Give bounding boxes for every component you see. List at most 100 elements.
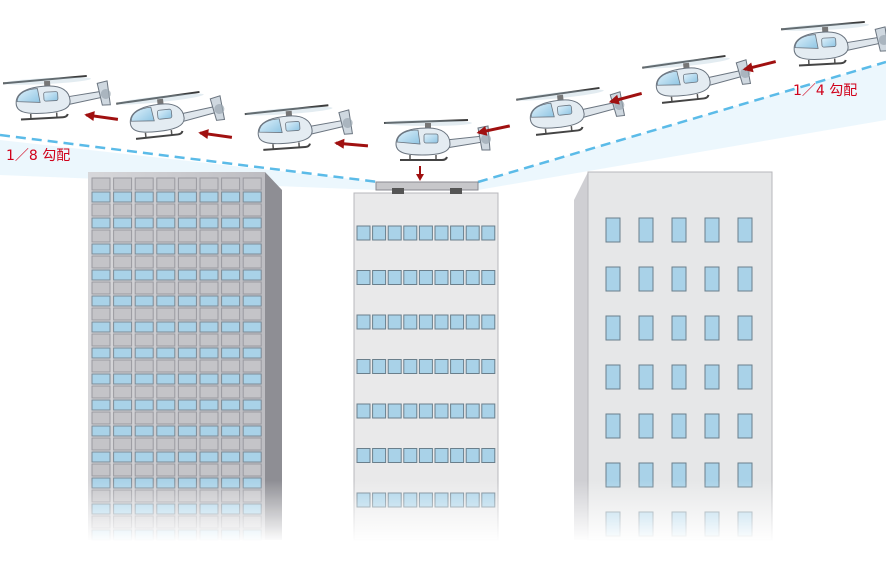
window xyxy=(372,403,387,419)
window xyxy=(403,270,418,285)
window xyxy=(91,385,111,399)
window xyxy=(387,270,402,285)
window xyxy=(91,269,111,281)
window xyxy=(403,314,418,330)
window xyxy=(221,255,241,269)
window xyxy=(221,217,241,229)
window xyxy=(434,403,449,419)
window xyxy=(113,281,133,295)
window xyxy=(242,177,262,191)
window xyxy=(91,295,111,307)
window xyxy=(156,177,176,191)
window xyxy=(177,217,197,229)
window xyxy=(177,373,197,385)
window xyxy=(156,425,176,437)
window xyxy=(481,359,496,374)
window xyxy=(177,177,197,191)
window xyxy=(113,191,133,203)
heliport-pad xyxy=(375,181,479,194)
window xyxy=(450,225,465,241)
approach-arrows xyxy=(82,55,779,181)
window xyxy=(134,399,154,411)
window xyxy=(221,321,241,333)
window xyxy=(134,255,154,269)
window xyxy=(177,463,197,477)
window xyxy=(199,385,219,399)
window xyxy=(605,217,621,243)
window xyxy=(403,403,418,419)
window xyxy=(242,373,262,385)
window xyxy=(199,269,219,281)
window xyxy=(113,463,133,477)
window xyxy=(242,347,262,359)
window xyxy=(372,270,387,285)
window xyxy=(156,281,176,295)
window xyxy=(91,243,111,255)
window xyxy=(156,399,176,411)
window xyxy=(450,448,465,463)
window xyxy=(481,403,496,419)
window xyxy=(113,255,133,269)
window xyxy=(134,269,154,281)
window xyxy=(403,225,418,241)
window xyxy=(156,191,176,203)
window xyxy=(199,463,219,477)
window xyxy=(418,448,433,463)
window xyxy=(242,295,262,307)
window xyxy=(177,281,197,295)
window xyxy=(113,333,133,347)
window xyxy=(134,425,154,437)
window xyxy=(113,295,133,307)
window xyxy=(356,314,371,330)
window xyxy=(387,225,402,241)
window xyxy=(242,411,262,425)
window xyxy=(113,451,133,463)
building-center xyxy=(352,192,500,542)
window xyxy=(134,333,154,347)
window xyxy=(242,191,262,203)
window xyxy=(91,437,111,451)
window xyxy=(113,229,133,243)
window xyxy=(199,217,219,229)
window xyxy=(481,270,496,285)
window xyxy=(221,229,241,243)
window xyxy=(465,359,480,374)
window xyxy=(434,359,449,374)
window xyxy=(704,217,720,243)
window xyxy=(671,413,687,439)
window xyxy=(434,314,449,330)
window xyxy=(372,359,387,374)
window xyxy=(221,385,241,399)
window xyxy=(221,333,241,347)
window xyxy=(221,437,241,451)
window xyxy=(638,413,654,439)
window xyxy=(450,359,465,374)
window xyxy=(242,385,262,399)
window xyxy=(450,314,465,330)
window xyxy=(156,411,176,425)
window xyxy=(134,321,154,333)
window xyxy=(737,315,753,341)
window xyxy=(434,270,449,285)
window xyxy=(242,463,262,477)
window xyxy=(134,281,154,295)
window xyxy=(91,229,111,243)
window xyxy=(605,315,621,341)
window xyxy=(177,307,197,321)
window xyxy=(450,403,465,419)
window xyxy=(199,373,219,385)
window xyxy=(156,321,176,333)
window xyxy=(638,266,654,292)
window xyxy=(113,243,133,255)
window xyxy=(134,243,154,255)
window xyxy=(177,347,197,359)
window xyxy=(242,359,262,373)
window xyxy=(199,191,219,203)
window xyxy=(91,411,111,425)
window xyxy=(221,269,241,281)
window xyxy=(737,217,753,243)
window xyxy=(221,425,241,437)
window xyxy=(156,203,176,217)
window xyxy=(113,373,133,385)
